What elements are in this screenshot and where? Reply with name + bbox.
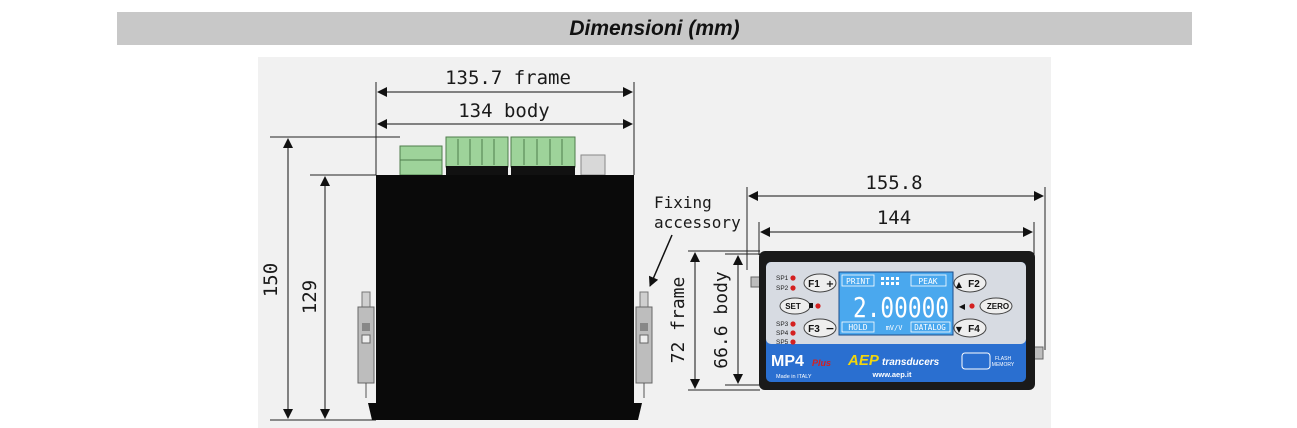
lcd-datalog-label: DATALOG [914, 323, 946, 332]
led-sp4-label: SP4 [776, 330, 789, 337]
website-label: www.aep.it [872, 370, 912, 379]
left-arrow-icon: ◀ [959, 302, 966, 311]
body-height-label: 129 [299, 280, 321, 314]
total-height-label: 150 [260, 263, 282, 297]
front-frame-height-label: 72 frame [668, 277, 689, 364]
lcd-status-icons [881, 277, 899, 285]
minus-icon: − [825, 322, 834, 335]
model-label: MP4 [771, 353, 804, 370]
fixing-accessory-right [635, 291, 653, 398]
front-view: 155.8 144 72 frame 66.6 body SP1 SP2 SP3… [668, 172, 1046, 391]
down-arrow-icon: ▼ [956, 325, 963, 334]
f1-key[interactable]: F1 + [803, 273, 837, 293]
fixing-accessory-left [357, 291, 375, 398]
svg-text:F2: F2 [968, 279, 980, 290]
set-key[interactable]: SET [779, 297, 821, 315]
led-sp3-label: SP3 [776, 321, 789, 328]
svg-text:SET: SET [785, 302, 801, 311]
flash-memory-slot [961, 352, 991, 370]
fixing-accessory-label-line2: accessory [654, 213, 741, 232]
svg-text:ZERO: ZERO [987, 302, 1009, 311]
flash-label-line2: MEMORY [992, 362, 1015, 368]
brand-suffix: transducers [882, 357, 940, 368]
brand-logo: AEP [847, 352, 880, 369]
svg-text:F4: F4 [968, 324, 980, 335]
svg-text:F1: F1 [808, 279, 820, 290]
fixing-accessory-leader [648, 234, 673, 287]
f4-key[interactable]: ▼ F4 [953, 318, 987, 338]
made-in-label: Made in ITALY [776, 374, 812, 380]
led-sp5-label: SP5 [776, 339, 789, 346]
lcd-display [838, 271, 954, 336]
model-suffix: Plus [812, 358, 831, 368]
lcd-print-label: PRINT [846, 277, 870, 286]
led-sp1-label: SP1 [776, 275, 789, 282]
f3-key[interactable]: F3 − [803, 318, 837, 338]
f2-key[interactable]: ▲ F2 [953, 273, 987, 293]
instrument-body [376, 175, 634, 403]
svg-text:F3: F3 [808, 324, 820, 335]
lcd-hold-label: HOLD [848, 323, 867, 332]
front-body-width-label: 144 [877, 207, 911, 229]
front-frame [368, 403, 642, 420]
lcd-unit-label: mV/V [886, 324, 904, 332]
front-frame-width-label: 155.8 [865, 172, 922, 194]
lock-icon [809, 303, 813, 308]
side-view: 135.7 frame 134 body 150 129 [260, 67, 741, 421]
front-body-height-label: 66.6 body [711, 271, 732, 369]
led-indicators: SP1 SP2 SP3 SP4 SP5 [776, 275, 796, 346]
lcd-main-value: 2.00000 [853, 291, 949, 324]
up-arrow-icon: ▲ [956, 280, 963, 289]
page-title: Dimensioni (mm) [117, 12, 1192, 45]
zero-key[interactable]: ◀ ZERO [959, 297, 1013, 315]
body-width-label: 134 body [458, 100, 550, 122]
led-sp2-label: SP2 [776, 285, 789, 292]
terminal-blocks [399, 136, 606, 176]
flash-label-line1: FLASH [995, 356, 1012, 362]
plus-icon: + [826, 279, 834, 290]
fixing-accessory-label-line1: Fixing [654, 193, 712, 212]
frame-width-label: 135.7 frame [445, 67, 571, 89]
lcd-peak-label: PEAK [918, 277, 937, 286]
